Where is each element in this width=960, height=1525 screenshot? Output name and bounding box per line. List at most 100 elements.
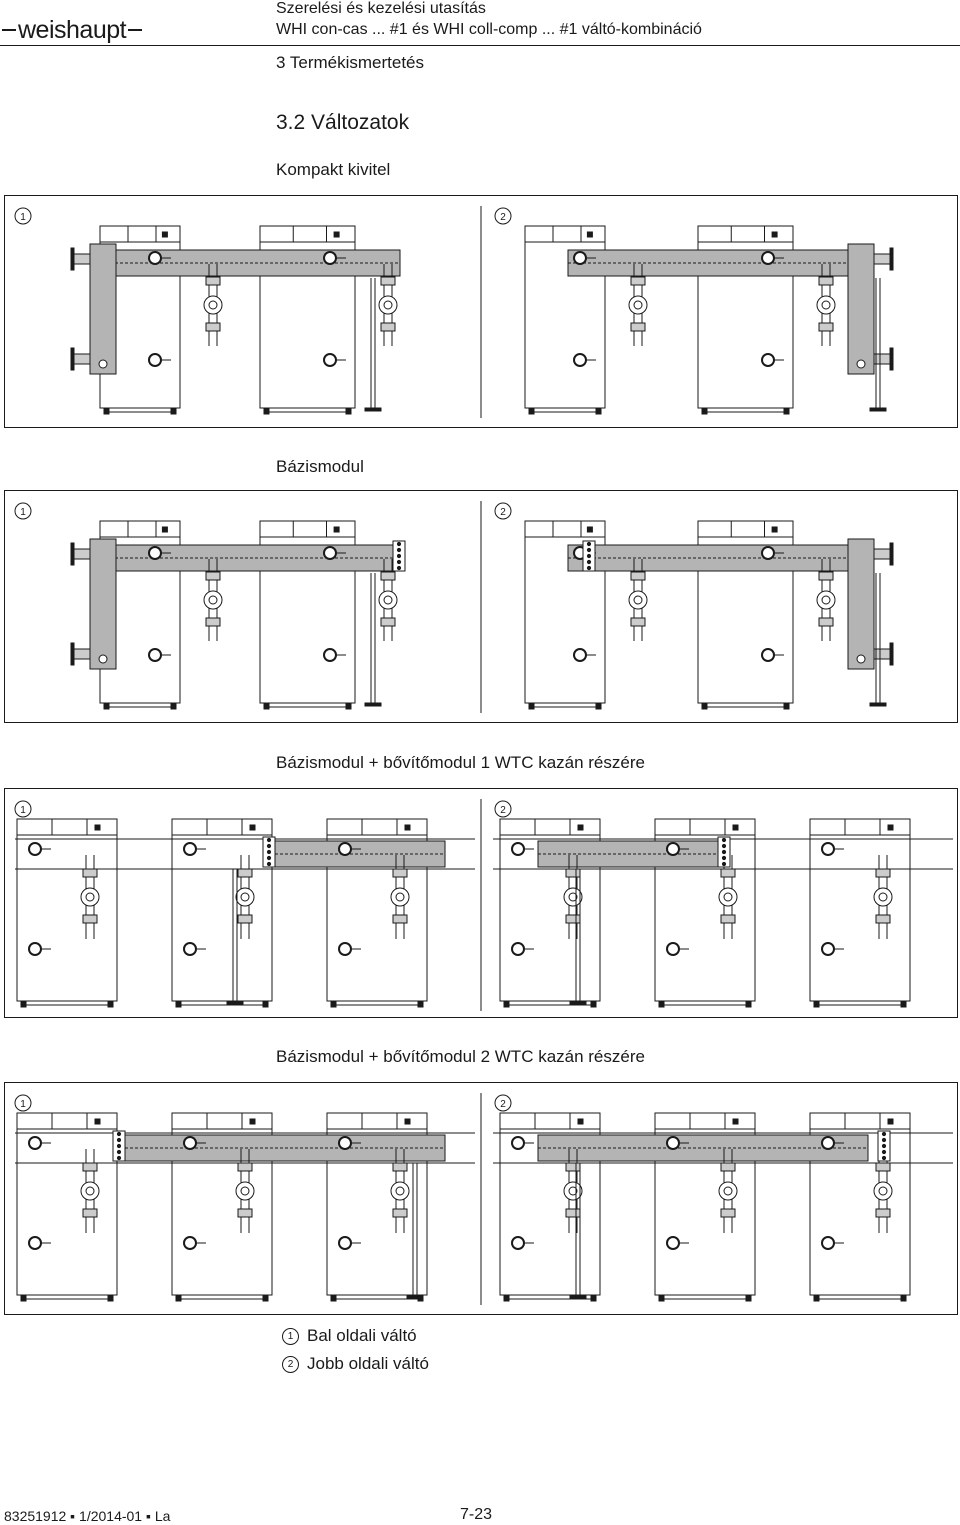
brand-name: weishaupt: [18, 15, 127, 44]
control-mark: [333, 526, 340, 533]
chapter-heading: 3 Termékismertetés: [276, 53, 425, 72]
marker-right: 2: [500, 805, 506, 816]
boiler-foot: [701, 702, 708, 710]
pipe-connection-icon: [666, 842, 680, 856]
valve: [720, 868, 736, 878]
boiler-foot: [528, 407, 535, 415]
valve: [237, 1208, 253, 1218]
pipe-connection-icon: [28, 942, 42, 956]
boiler-foot: [745, 1294, 752, 1302]
valve: [875, 1208, 891, 1218]
diagram-ext1: 1 2: [14, 799, 953, 1011]
flange-plate: [889, 642, 894, 666]
pipe-connection-icon: [338, 1136, 352, 1150]
valve: [875, 1162, 891, 1172]
valve: [380, 617, 396, 627]
support-foot: [869, 407, 887, 412]
control-mark: [94, 824, 101, 831]
valve: [565, 1162, 581, 1172]
valve: [875, 868, 891, 878]
flange: [873, 253, 891, 265]
brand-logo: weishaupt: [0, 10, 144, 50]
boiler-foot: [783, 407, 790, 415]
control-mark: [249, 1118, 256, 1125]
drain-valve: [98, 359, 108, 369]
boiler-foot: [701, 407, 708, 415]
valve: [565, 1208, 581, 1218]
valve: [392, 868, 408, 878]
valve: [205, 617, 221, 627]
legend-marker: 1: [282, 1327, 299, 1345]
control-mark: [404, 1118, 411, 1125]
boiler-foot: [590, 1294, 597, 1302]
control-mark: [586, 526, 593, 533]
boiler-foot: [900, 1000, 907, 1008]
boiler-foot: [900, 1294, 907, 1302]
boiler-foot: [595, 407, 602, 415]
boiler-foot: [330, 1000, 337, 1008]
flange: [73, 353, 91, 365]
valve: [720, 1208, 736, 1218]
boiler-foot: [107, 1000, 114, 1008]
pipe-connection-icon: [148, 648, 162, 662]
diagram-compact: 1 2: [14, 206, 894, 418]
pipe-connection-icon: [511, 1236, 525, 1250]
support-foot: [364, 407, 382, 412]
control-mark: [577, 1118, 584, 1125]
header-rule: [0, 45, 960, 46]
valve: [380, 322, 396, 332]
pipe-connection-icon: [323, 648, 337, 662]
pipe-connection-icon: [821, 942, 835, 956]
valve: [818, 322, 834, 332]
boiler-foot: [103, 702, 110, 710]
control-mark: [249, 824, 256, 831]
marker-left: 1: [20, 212, 26, 223]
drain-valve: [856, 654, 866, 664]
pipe-connection-icon: [761, 353, 775, 367]
control-mark: [771, 526, 778, 533]
pipe-connection-icon: [28, 842, 42, 856]
flange-plate: [70, 347, 75, 371]
pipe-connection-icon: [821, 1136, 835, 1150]
flange: [73, 253, 91, 265]
pipe-connection-icon: [511, 942, 525, 956]
flange: [73, 648, 91, 660]
control-mark: [586, 231, 593, 238]
pipe-connection-icon: [323, 353, 337, 367]
legend-item-left: 1 Bal oldali váltó: [282, 1326, 417, 1346]
boiler-foot: [263, 407, 270, 415]
control-mark: [732, 1118, 739, 1125]
support-foot: [569, 1294, 587, 1299]
hydraulic-separator: [847, 538, 875, 670]
valve: [630, 322, 646, 332]
valve: [720, 914, 736, 924]
pipe-connection-icon: [28, 1236, 42, 1250]
variant-title-compact: Kompakt kivitel: [276, 160, 391, 179]
valve: [237, 914, 253, 924]
valve: [205, 571, 221, 581]
pipe-connection-icon: [183, 1136, 197, 1150]
valve: [205, 276, 221, 286]
diagram-panel: 1 2: [4, 788, 958, 1018]
valve: [392, 914, 408, 924]
pipe-connection-icon: [511, 842, 525, 856]
valve: [818, 571, 834, 581]
control-mark: [404, 824, 411, 831]
boiler-foot: [813, 1000, 820, 1008]
boiler-foot: [262, 1000, 269, 1008]
valve: [565, 914, 581, 924]
valve: [82, 1162, 98, 1172]
support-foot: [869, 702, 887, 707]
support-foot: [226, 1000, 244, 1005]
pipe-connection-icon: [148, 251, 162, 265]
boiler-foot: [590, 1000, 597, 1008]
diagram-panel: 1 2: [4, 490, 958, 723]
valve: [205, 322, 221, 332]
section-heading: 3.2 Változatok: [276, 111, 410, 134]
pipe-connection-icon: [821, 842, 835, 856]
valve: [565, 868, 581, 878]
boiler-foot: [262, 1294, 269, 1302]
logo-dash-left: [2, 29, 16, 31]
pipe-connection-icon: [338, 942, 352, 956]
pipe-connection-icon: [323, 546, 337, 560]
